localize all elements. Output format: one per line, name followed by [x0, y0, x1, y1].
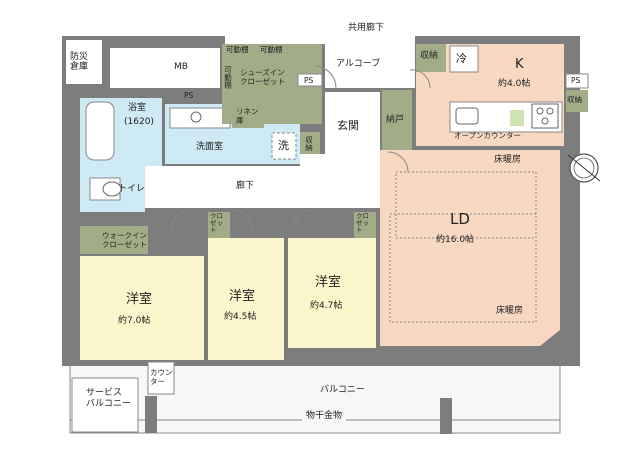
closet2-label: クロ ゼッ ト — [356, 212, 369, 234]
hallway-area — [145, 166, 380, 208]
kitchen-size-label: 約4.0帖 — [498, 79, 531, 89]
shoes-closet-label: シューズイン クローゼット — [240, 68, 285, 86]
storage-shed-label: 防災 倉庫 — [70, 52, 89, 73]
entrance-area — [325, 92, 380, 154]
alcove-label: アルコーブ — [336, 59, 381, 69]
room3-label: 洋室 — [315, 275, 342, 290]
storage-shed-area — [66, 40, 102, 84]
room3-area — [288, 238, 376, 348]
common-corridor-label: 共用廊下 — [348, 23, 385, 33]
ps-entrance-label: PS — [304, 76, 314, 85]
movable-shelf-1-label: 可動棚 — [226, 45, 249, 54]
bathroom-label: 浴室 — [128, 103, 147, 113]
ld-area — [380, 150, 560, 346]
ld-label: LD — [450, 210, 470, 228]
mb-label: MB — [174, 62, 188, 72]
room1-area — [80, 256, 204, 360]
service-balcony-area — [71, 377, 139, 433]
room3-size-label: 約4.7帖 — [310, 301, 343, 311]
kitchen-label: K — [515, 57, 524, 72]
common-corridor-area — [225, 36, 415, 44]
room1-label: 洋室 — [126, 292, 153, 307]
closet1-area — [208, 212, 230, 238]
ps-kitchen-label: PS — [571, 76, 581, 85]
wash-label: 洗 — [278, 139, 289, 152]
ld-size-label: 約16.0帖 — [436, 235, 475, 245]
kitchen-storage-label: 収納 — [420, 51, 439, 61]
movable-shelf-3-label: 可動棚 — [223, 66, 233, 89]
nando-area — [382, 90, 412, 152]
room2-size-label: 約4.5帖 — [224, 312, 257, 322]
wash-storage-label: 収納 — [304, 136, 314, 151]
floor-heating-bottom-label: 床暖房 — [496, 306, 524, 316]
mb-area — [110, 48, 220, 88]
fridge-label: 冷 — [456, 52, 467, 65]
room1-size-label: 約7.0帖 — [118, 316, 151, 326]
floor-heating-top-label: 床暖房 — [494, 155, 522, 165]
balcony-area — [69, 356, 561, 434]
ps-bath-label: PS — [184, 91, 194, 100]
right-storage-area — [566, 90, 588, 112]
compass-icon — [567, 153, 601, 183]
room2-area — [208, 238, 284, 360]
walk-in-closet-label: ウォークイン クローゼット — [102, 231, 147, 249]
room2-label: 洋室 — [229, 289, 256, 304]
entrance-label: 玄関 — [337, 119, 359, 132]
washroom-label: 洗面室 — [196, 142, 224, 152]
bathroom-size-label: (1620) — [124, 117, 154, 127]
closet1-label: クロ ゼッ ト — [210, 212, 223, 234]
linen-label: リネン 庫 — [236, 107, 259, 125]
closet2-area — [354, 212, 376, 238]
ps-entrance-area — [297, 73, 323, 87]
laundry-hanger-label: 物干金物 — [302, 412, 347, 421]
kitchen-storage-area — [416, 44, 446, 72]
open-counter-label: オープンカウンター — [454, 131, 522, 140]
balcony-label: バルコニー — [320, 385, 365, 395]
hallway-label: 廊下 — [236, 181, 255, 191]
toilet-label: トイレ — [118, 184, 146, 194]
movable-shelf-2-label: 可動棚 — [260, 45, 283, 54]
counter-area — [147, 361, 175, 395]
ps-kitchen-area — [565, 73, 589, 89]
right-storage-label: 収納 — [567, 95, 582, 104]
alcove-area — [325, 44, 415, 88]
counter-label: カウン ター — [150, 368, 173, 386]
nando-label: 納戸 — [386, 115, 405, 125]
walk-in-closet-area — [80, 226, 148, 254]
service-balcony-label: サービス バルコニー — [86, 388, 131, 409]
